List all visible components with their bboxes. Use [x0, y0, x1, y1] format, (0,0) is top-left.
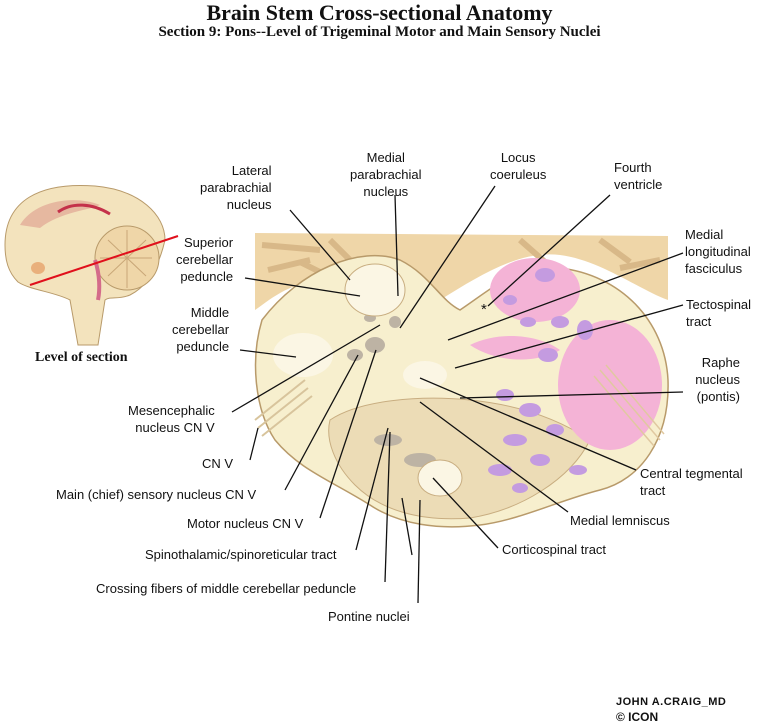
middle-cerebellar-peduncle-pink — [558, 320, 662, 450]
label-corticospinal-tract: Corticospinal tract — [502, 542, 607, 557]
label-pontine-nuclei: Pontine nuclei — [328, 609, 410, 624]
label-cn-v: CN V — [202, 456, 234, 471]
label-middle-cerebellar-peduncle: Middle cerebellar peduncle — [172, 305, 230, 354]
label-mesencephalic-nucleus: Mesencephalic nucleus CN V — [128, 403, 215, 435]
inset-brain-sagittal — [4, 184, 179, 346]
label-medial-parabrachial: Medial parabrachial nucleus — [350, 150, 422, 199]
copyright-mark: © ICON — [616, 710, 659, 724]
label-lateral-parabrachial: Lateral parabrachial nucleus — [200, 163, 272, 212]
asterisk-marker: * — [481, 301, 487, 318]
corticospinal-shape — [417, 459, 463, 497]
label-tectospinal-tract: Tectospinal tract — [686, 297, 752, 329]
label-fourth-ventricle: Fourth ventricle — [614, 160, 663, 192]
label-raphe-nucleus: Raphe nucleus (pontis) — [695, 355, 740, 404]
label-central-tegmental-tract: Central tegmental tract — [640, 466, 743, 498]
label-spinothalamic-tract: Spinothalamic/spinoreticular tract — [145, 547, 337, 562]
leader-lines — [231, 185, 684, 604]
superior-cerebellar-peduncle-shape — [344, 263, 406, 317]
label-motor-nucleus: Motor nucleus CN V — [187, 516, 304, 531]
label-main-sensory-nucleus: Main (chief) sensory nucleus CN V — [56, 487, 257, 502]
label-crossing-fibers: Crossing fibers of middle cerebellar ped… — [96, 581, 357, 596]
page-subtitle: Section 9: Pons--Level of Trigeminal Mot… — [158, 24, 601, 40]
label-locus-coeruleus: Locus coeruleus — [490, 150, 547, 182]
purple-fiber-clusters — [488, 268, 593, 493]
page-title: Brain Stem Cross-sectional Anatomy — [206, 0, 553, 25]
label-superior-cerebellar-peduncle: Superior cerebellar peduncle — [176, 235, 234, 284]
artist-signature: JOHN A.CRAIG_MD — [616, 696, 727, 708]
level-of-section-caption: Level of section — [35, 350, 128, 365]
label-medial-lemniscus: Medial lemniscus — [570, 513, 670, 528]
label-medial-longitudinal-fasciculus: Medial longitudinal fasciculus — [685, 227, 751, 276]
